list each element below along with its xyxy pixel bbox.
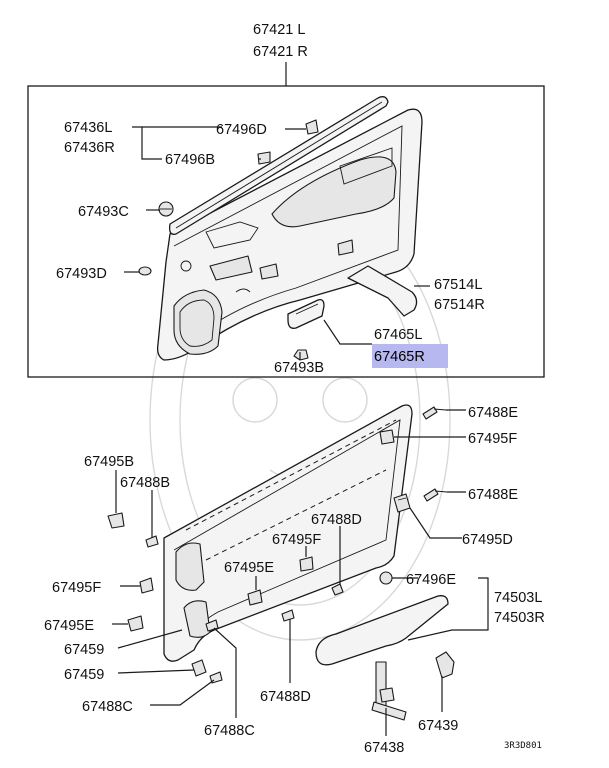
label-67496D: 67496D (216, 122, 267, 138)
label-67465R: 67465R (374, 349, 425, 365)
clip-67438-icon (371, 661, 407, 721)
label-67421R: 67421 R (253, 44, 308, 60)
diagram-code: 3R3D801 (504, 741, 542, 751)
label-67488D-1: 67488D (311, 512, 362, 528)
label-67495F-2: 67495F (272, 532, 321, 548)
label-67488D-2: 67488D (260, 689, 311, 705)
clip-67495B-icon (107, 512, 125, 529)
label-67465L: 67465L (374, 327, 422, 343)
screw-67488E-1-icon (422, 406, 447, 420)
label-67495E-1: 67495E (224, 560, 274, 576)
clip-67493D-icon (138, 266, 152, 276)
clip-67496B-icon (257, 151, 271, 165)
label-74503R: 74503R (494, 610, 545, 626)
bracket-67459-2-icon (191, 659, 207, 677)
label-67488C-2: 67488C (204, 723, 255, 739)
label-67488E-2: 67488E (468, 487, 518, 503)
label-67488C-1: 67488C (82, 699, 133, 715)
door-trim-panel-lower (163, 404, 413, 662)
label-67495F-3: 67495F (52, 580, 101, 596)
label-67421L: 67421 L (253, 22, 305, 38)
clip-67493C-icon (158, 201, 174, 217)
label-67488E-1: 67488E (468, 405, 518, 421)
label-67436R: 67436R (64, 140, 115, 156)
label-67514L: 67514L (434, 277, 482, 293)
label-67495F-1: 67495F (468, 431, 517, 447)
clip-67439-icon (435, 651, 455, 679)
label-67459-1: 67459 (64, 642, 104, 658)
label-67493D: 67493D (56, 266, 107, 282)
door-trim-panel-upper (156, 108, 423, 361)
label-67495B: 67495B (84, 454, 134, 470)
screw-67488D-2-icon (281, 609, 295, 622)
weatherstrip-upper (168, 96, 389, 235)
label-67496B: 67496B (165, 152, 215, 168)
label-67459-2: 67459 (64, 667, 104, 683)
screw-67488B-icon (145, 535, 159, 548)
clip-67493B-icon (293, 349, 309, 361)
clip-67495E-2-icon (127, 615, 144, 632)
clip-67495F-1-icon (379, 429, 395, 445)
label-67488B: 67488B (120, 475, 170, 491)
part-labels: 67421 L 67421 R 67436L 67436R 67496D 674… (44, 22, 545, 756)
label-67438: 67438 (364, 740, 404, 756)
label-67493B: 67493B (274, 360, 324, 376)
pocket-74503 (315, 595, 449, 666)
highlight-67465R (372, 344, 448, 368)
bracket-67459-1-icon (183, 600, 211, 638)
label-67496E: 67496E (406, 572, 456, 588)
label-67436L: 67436L (64, 120, 112, 136)
clip-67495E-1-icon (247, 589, 263, 606)
label-67493C: 67493C (78, 204, 129, 220)
label-67495E-2: 67495E (44, 618, 94, 634)
label-67514R: 67514R (434, 297, 485, 313)
label-74503L: 74503L (494, 590, 542, 606)
label-67495D: 67495D (462, 532, 513, 548)
screw-67488D-1-icon (331, 583, 344, 596)
clip-67496E-icon (379, 571, 393, 585)
clip-67496D-icon (305, 119, 319, 135)
label-67439: 67439 (418, 718, 458, 734)
clip-67495F-2-icon (299, 556, 314, 572)
screw-67488E-2-icon (423, 488, 448, 502)
pull-handle-67514 (347, 265, 418, 317)
clip-67495F-3-icon (139, 577, 154, 594)
leader-lines (112, 126, 489, 736)
switch-panel-67465 (287, 298, 325, 329)
